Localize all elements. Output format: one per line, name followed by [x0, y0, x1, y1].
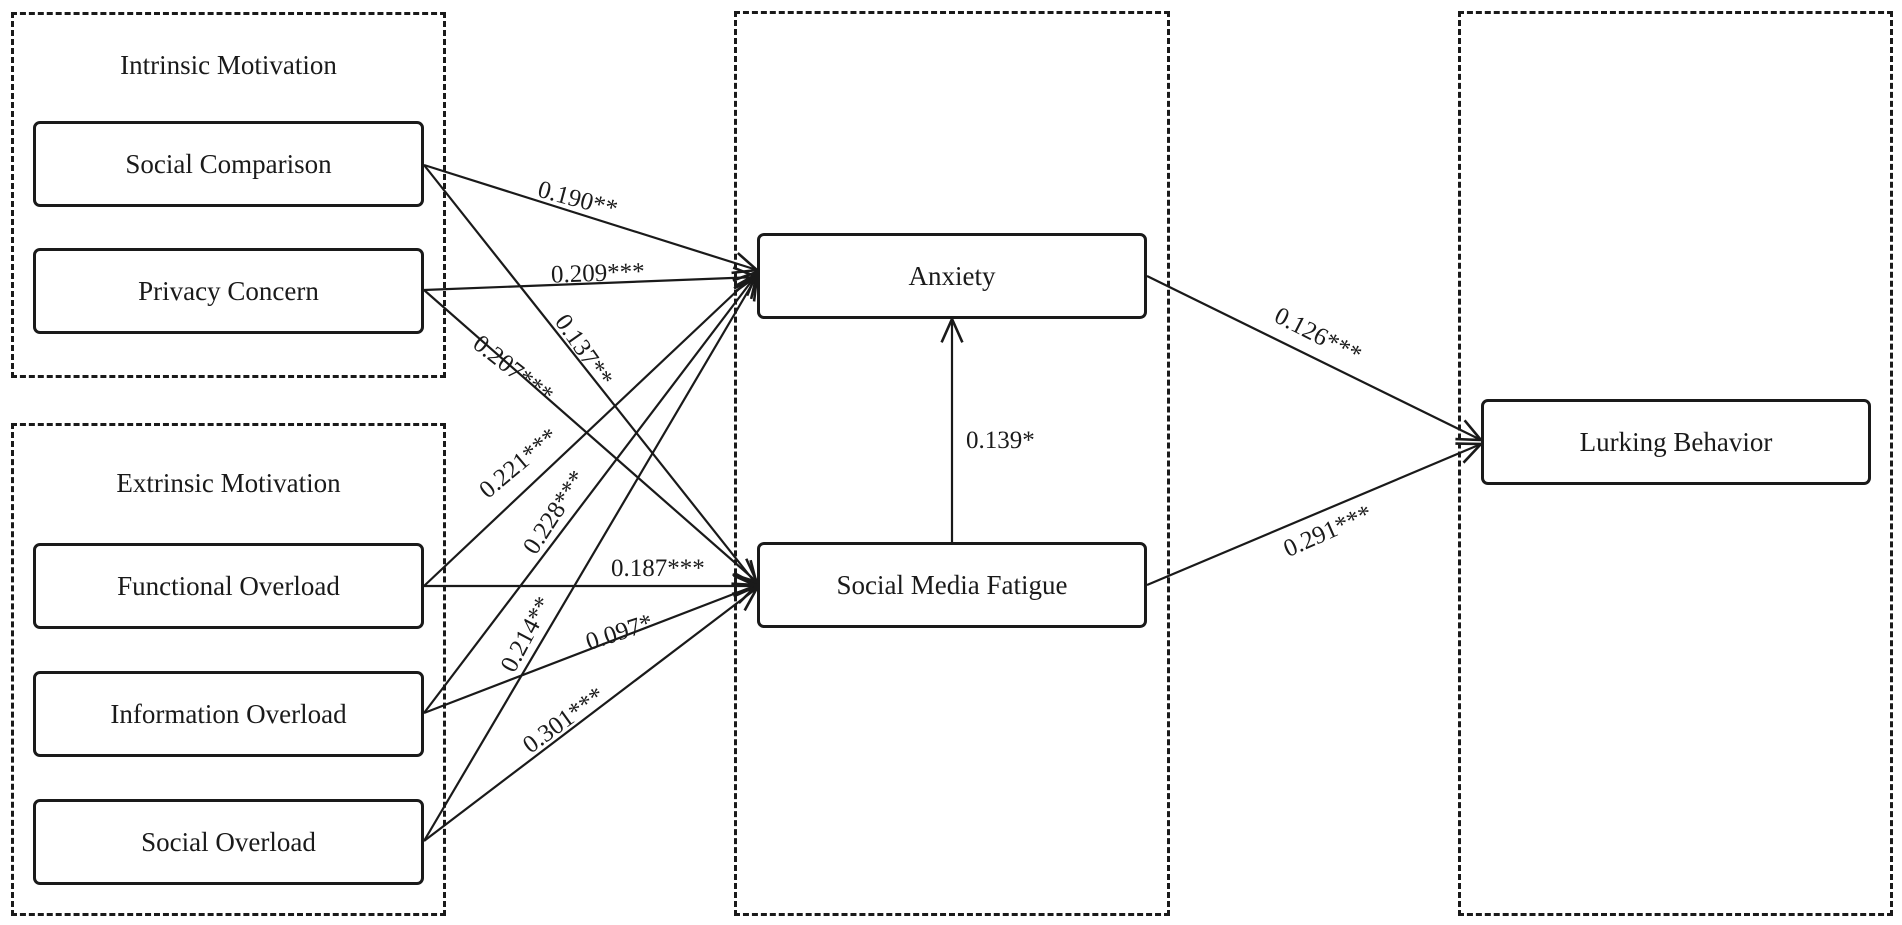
- intrinsic-motivation-title: Intrinsic Motivation: [120, 50, 337, 80]
- arrow-pc-anx: [423, 277, 757, 292]
- node-social-comparison: Social Comparison: [33, 121, 424, 207]
- node-social-overload: Social Overload: [33, 799, 424, 885]
- intrinsic-motivation-group: [11, 12, 446, 378]
- node-anxiety: Anxiety: [757, 233, 1147, 319]
- outcome-column: [1458, 11, 1893, 916]
- arrow-pc-smf: [423, 289, 757, 582]
- arrow-so-smf: [423, 588, 757, 842]
- arrow-anx-lb: [1146, 275, 1481, 440]
- node-information-overload: Information Overload: [33, 671, 424, 757]
- extrinsic-motivation-title: Extrinsic Motivation: [116, 468, 341, 498]
- arrow-sc-smf: [423, 164, 757, 585]
- node-functional-overload: Functional Overload: [33, 543, 424, 629]
- arrow-smf-lb: [1146, 444, 1481, 587]
- coef-fatigue-anxiety: 0.139*: [966, 427, 1035, 454]
- node-lurking-behavior: Lurking Behavior: [1481, 399, 1871, 485]
- arrow-sc-anx: [423, 163, 757, 270]
- node-privacy-concern: Privacy Concern: [33, 248, 424, 334]
- arrow-so-anx: [423, 276, 757, 842]
- coef-pc-anxiety: 0.209***: [550, 258, 646, 289]
- arrow-io-anx: [423, 274, 757, 714]
- node-social-media-fatigue: Social Media Fatigue: [757, 542, 1147, 628]
- arrow-io-smf: [423, 585, 757, 715]
- arrow-fo-anx: [423, 272, 757, 587]
- mediator-column: [734, 11, 1170, 916]
- extrinsic-motivation-group: [11, 423, 446, 916]
- coef-fo-fatigue: 0.187***: [611, 555, 705, 582]
